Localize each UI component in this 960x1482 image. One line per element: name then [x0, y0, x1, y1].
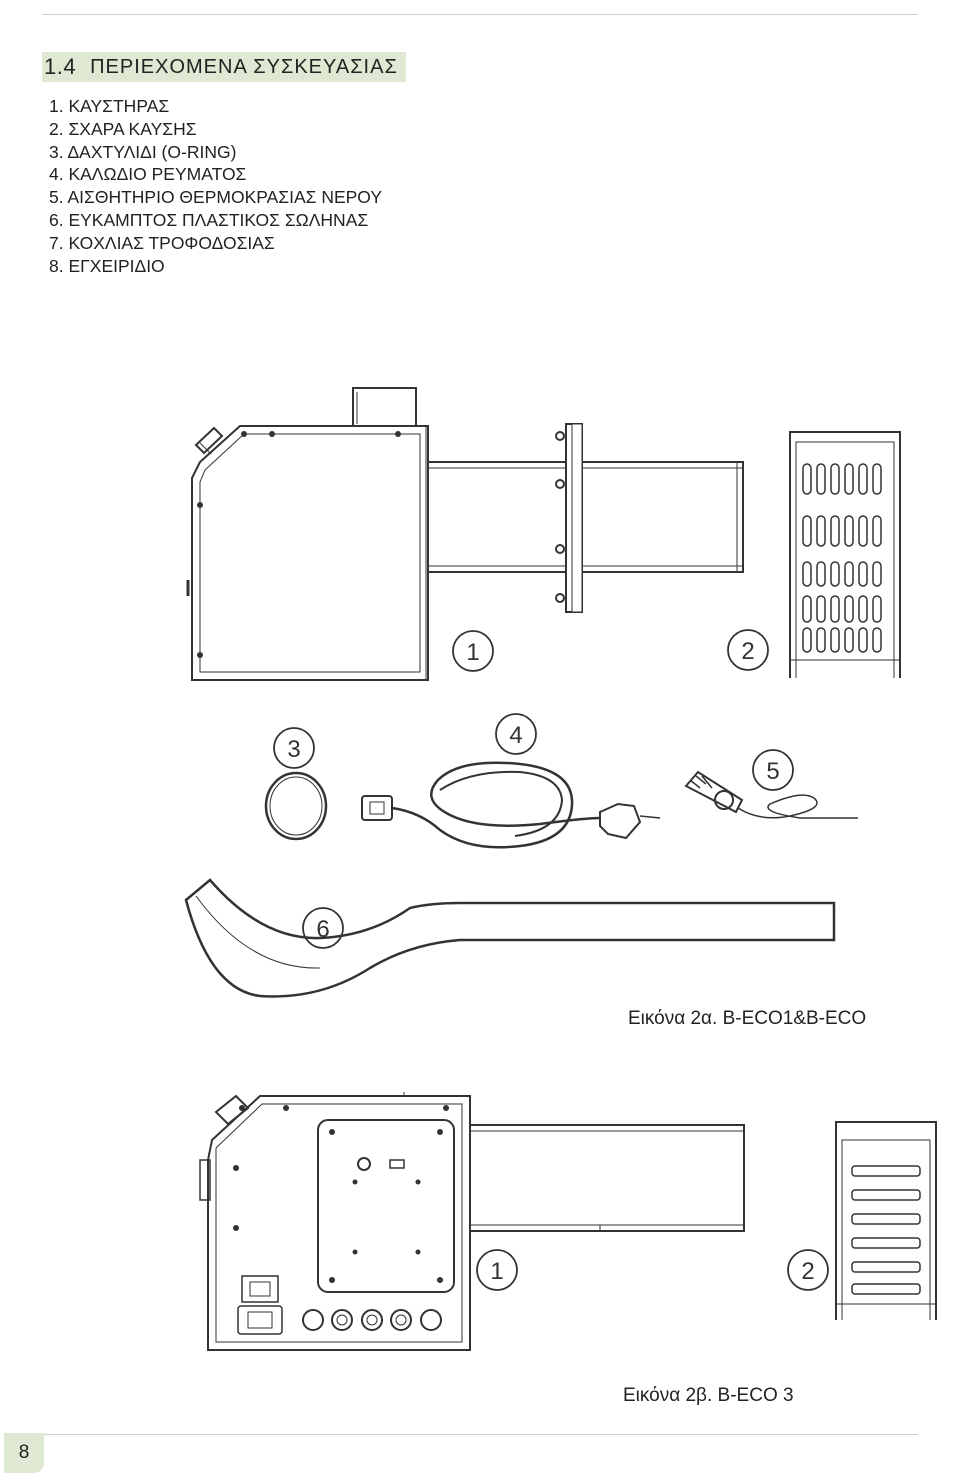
list-item: 8. ΕΓΧΕΙΡΙΔΙΟ [49, 255, 165, 276]
callouts-b [476, 1249, 829, 1291]
burner-drawing-a [186, 387, 744, 681]
section-number: 1.4 [44, 54, 77, 79]
list-item: 4. ΚΑΛΩΔΙΟ ΡΕΥΜΑΤΟΣ [49, 164, 247, 185]
callout-number: 6 [316, 916, 329, 943]
callouts-a [273, 629, 794, 949]
temperature-sensor-drawing [684, 770, 858, 819]
top-rule [42, 14, 918, 15]
callout-number: 2 [801, 1258, 814, 1285]
list-item: 2. ΣΧΑΡΑ ΚΑΥΣΗΣ [49, 118, 197, 139]
list-item: 6. ΕΥΚΑΜΠΤΟΣ ΠΛΑΣΤΙΚΟΣ ΣΩΛΗΝΑΣ [49, 209, 369, 230]
callout-number: 4 [509, 722, 522, 749]
section-title: ΠΕΡΙΕΧΟΜΕΝΑ ΣΥΣΚΕΥΑΣΙΑΣ [90, 55, 398, 78]
list-item: 3. ΔΑΧΤΥΛΙΔΙ (O-RING) [49, 141, 237, 162]
bottom-rule [42, 1434, 918, 1435]
callout-number: 2 [741, 638, 754, 665]
power-cable-drawing [361, 761, 661, 849]
page-number: 8 [4, 1433, 44, 1473]
o-ring-drawing [264, 771, 328, 841]
package-contents-list: 1. ΚΑΥΣΤΗΡΑΣ 2. ΣΧΑΡΑ ΚΑΥΣΗΣ 3. ΔΑΧΤΥΛΙΔ… [49, 95, 382, 277]
callout-number: 1 [466, 639, 479, 666]
burner-drawing-b [199, 1092, 745, 1351]
list-item: 5. ΑΙΣΘΗΤΗΡΙΟ ΘΕΡΜΟΚΡΑΣΙΑΣ ΝΕΡΟΥ [49, 187, 383, 208]
list-item: 7. ΚΟΧΛΙΑΣ ΤΡΟΦΟΔΟΣΙΑΣ [49, 232, 275, 253]
flexible-hose-drawing [184, 878, 836, 998]
figure-caption-b: Εικόνα 2β. B-ECO 3 [623, 1385, 794, 1406]
figure-caption-a: Εικόνα 2α. B-ECO1&B-ECO [628, 1008, 867, 1029]
grate-drawing-b [835, 1121, 937, 1320]
section-heading: 1.4 ΠΕΡΙΕΧΟΜΕΝΑ ΣΥΣΚΕΥΑΣΙΑΣ [42, 52, 406, 82]
list-item: 1. ΚΑΥΣΤΗΡΑΣ [49, 96, 170, 116]
grate-drawing-a [789, 431, 901, 678]
callout-number: 3 [287, 736, 300, 763]
callout-number: 5 [766, 758, 779, 785]
callout-number: 1 [490, 1258, 503, 1285]
